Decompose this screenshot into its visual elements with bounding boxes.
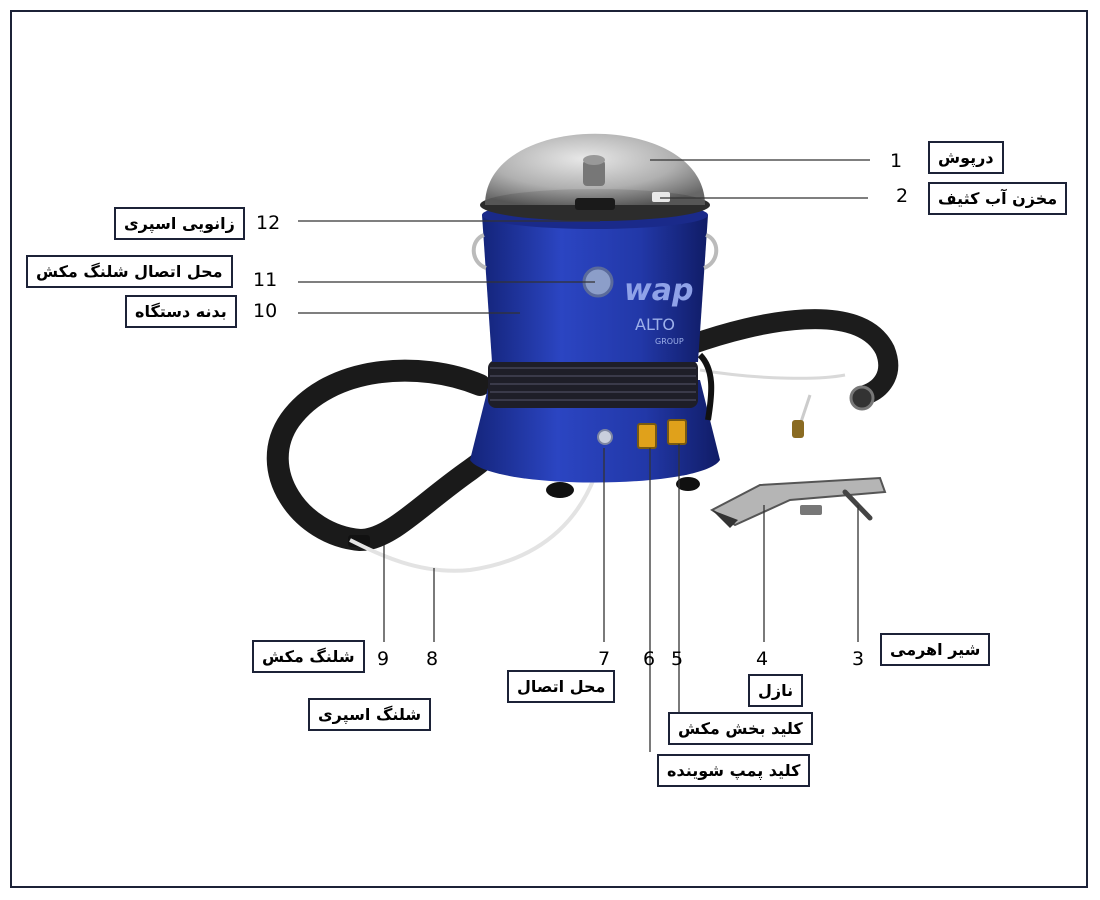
part-number-10: 10 — [253, 300, 278, 322]
part-number-7: 7 — [598, 648, 611, 670]
alto-group-logo: GROUP — [655, 337, 684, 346]
wheel-left — [546, 482, 574, 498]
diagram-frame — [10, 10, 1088, 888]
quick-coupler — [792, 420, 804, 438]
part-number-11: 11 — [253, 269, 278, 291]
spray-line-right — [699, 368, 846, 380]
spray-wand — [710, 476, 887, 528]
part-number-6: 6 — [643, 648, 656, 670]
tank-handle-left — [471, 233, 487, 270]
ribbed-band — [488, 360, 698, 408]
part-label-8: شلنگ اسپری — [308, 698, 432, 732]
dirty-water-tank — [652, 192, 670, 202]
part-number-12: 12 — [256, 212, 281, 234]
part-label-3: شیر اهرمی — [880, 633, 991, 667]
part-label-2: مخزن آب کثیف — [928, 182, 1068, 216]
part-label-7: محل اتصال — [507, 670, 616, 704]
part-label-9: شلنگ مکش — [252, 640, 365, 674]
part-label-10: بدنه دستگاه — [125, 295, 237, 329]
part-number-4: 4 — [756, 648, 769, 670]
hose-end-fitting — [849, 385, 875, 411]
part-number-1: 1 — [890, 150, 903, 172]
part-number-2: 2 — [896, 185, 909, 207]
leader-lines — [298, 159, 870, 752]
part-label-12: زانویی اسپری — [114, 207, 245, 241]
tank-handle-right — [703, 233, 719, 270]
lid-knob — [583, 160, 605, 186]
part-number-5: 5 — [671, 648, 684, 670]
part-label-6: کلید پمپ شوینده — [657, 754, 811, 788]
alto-logo: ALTO — [635, 315, 675, 334]
right-hose — [680, 309, 899, 405]
brand-logo: wap — [624, 273, 693, 308]
wheel-right — [676, 477, 700, 491]
part-number-3: 3 — [852, 648, 865, 670]
spray-line-drop — [798, 394, 812, 426]
power-cord — [697, 352, 715, 421]
spray-hose — [349, 439, 607, 573]
spray-elbow — [575, 198, 615, 210]
part-label-4: نازل — [748, 674, 804, 708]
connector-port — [597, 429, 613, 445]
part-label-1: درپوش — [928, 141, 1004, 175]
part-number-9: 9 — [377, 648, 390, 670]
suction-switch — [667, 419, 687, 445]
hose-cuff — [348, 535, 370, 547]
part-label-11: محل اتصال شلنگ مکش — [26, 255, 233, 289]
part-number-8: 8 — [426, 648, 439, 670]
part-label-5: کلید بخش مکش — [668, 712, 813, 746]
detergent-pump-switch — [637, 423, 657, 449]
